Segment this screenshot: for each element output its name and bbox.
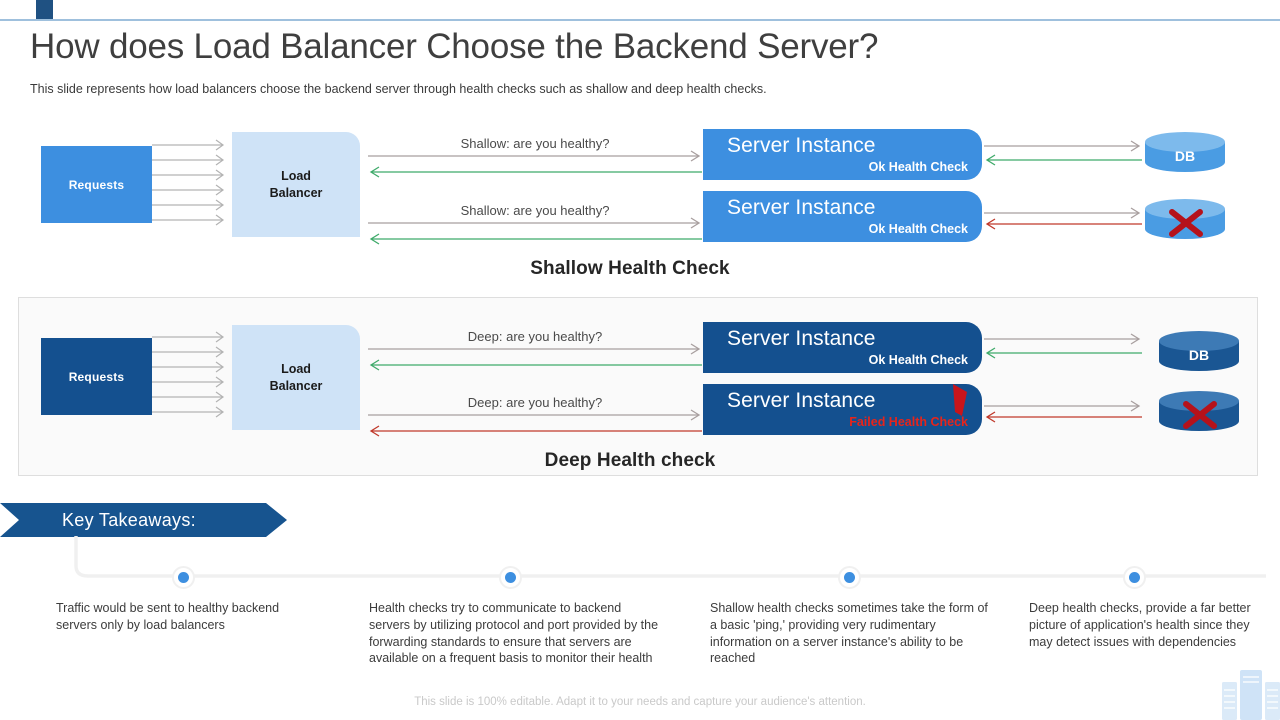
deep-request-fan-arrows xyxy=(152,331,225,418)
shallow-requests-box: Requests xyxy=(41,146,152,223)
deep-db-2-cross-icon xyxy=(1183,401,1217,429)
shallow-server-1-title: Server Instance xyxy=(727,134,876,157)
deep-row-1-message: Deep: are you healthy? xyxy=(467,329,603,344)
top-divider-rule xyxy=(0,19,1280,21)
key-takeaway-text-2: Health checks try to communicate to back… xyxy=(369,601,659,666)
deep-row-1-db-arrows xyxy=(984,333,1142,359)
deep-load-balancer-box: Load Balancer xyxy=(232,325,360,430)
server-rack-decoration xyxy=(1222,670,1280,720)
shallow-row-1-message: Shallow: are you healthy? xyxy=(460,136,610,151)
deep-server-1-status: Ok Health Check xyxy=(868,353,968,367)
shallow-request-fan-arrows xyxy=(152,139,225,226)
deep-row-2-message: Deep: are you healthy? xyxy=(467,395,603,410)
shallow-db-2 xyxy=(1145,199,1225,239)
deep-server-1-title: Server Instance xyxy=(727,327,876,350)
page-title: How does Load Balancer Choose the Backen… xyxy=(30,27,879,66)
key-takeaway-dot-2 xyxy=(499,566,522,589)
shallow-row-1-db-arrows xyxy=(984,140,1142,166)
page-subtitle: This slide represents how load balancers… xyxy=(30,82,767,96)
deep-row-1-arrows xyxy=(368,343,702,371)
deep-row-2-arrows xyxy=(368,409,702,437)
shallow-row-2-message: Shallow: are you healthy? xyxy=(460,203,610,218)
deep-requests-box: Requests xyxy=(41,338,152,415)
deep-db-2 xyxy=(1159,391,1239,431)
shallow-lb-label-line1: Load xyxy=(281,168,311,183)
shallow-lb-label-line2: Balancer xyxy=(269,185,323,200)
shallow-db-1-label: DB xyxy=(1175,148,1195,164)
shallow-db-2-cross-icon xyxy=(1169,209,1203,237)
deep-lb-label-line1: Load xyxy=(281,361,311,376)
key-takeaway-dot-1 xyxy=(172,566,195,589)
deep-section-label: Deep Health check xyxy=(544,450,716,471)
key-takeaways-banner-label: Key Takeaways: xyxy=(62,509,196,530)
shallow-server-instance-1: Server Instance Ok Health Check xyxy=(703,129,982,180)
deep-row-2-db-arrows xyxy=(984,400,1142,423)
footer-note: This slide is 100% editable. Adapt it to… xyxy=(414,696,866,708)
deep-db-1: DB xyxy=(1159,331,1239,371)
deep-server-2-status: Failed Health Check xyxy=(849,415,968,429)
key-takeaway-text-4: Deep health checks, provide a far better… xyxy=(1029,601,1251,649)
shallow-row-2-db-arrows xyxy=(984,207,1142,230)
shallow-server-2-status: Ok Health Check xyxy=(868,222,968,236)
shallow-server-instance-2: Server Instance Ok Health Check xyxy=(703,191,982,242)
key-takeaway-text-1: Traffic would be sent to healthy backend… xyxy=(56,601,280,632)
deep-server-instance-1: Server Instance Ok Health Check xyxy=(703,322,982,373)
deep-requests-label: Requests xyxy=(68,369,125,384)
key-takeaway-dot-3 xyxy=(838,566,861,589)
shallow-row-2-arrows xyxy=(368,217,702,245)
key-takeaway-text-3: Shallow health checks sometimes take the… xyxy=(710,601,988,666)
shallow-db-1: DB xyxy=(1145,132,1225,172)
shallow-requests-label: Requests xyxy=(68,177,125,192)
key-takeaways-connector-line xyxy=(74,536,1266,578)
top-left-accent-square xyxy=(36,0,53,19)
shallow-load-balancer-box: Load Balancer xyxy=(232,132,360,237)
key-takeaways-banner: Key Takeaways: xyxy=(0,503,287,537)
shallow-section-label: Shallow Health Check xyxy=(530,258,730,279)
shallow-server-1-status: Ok Health Check xyxy=(868,160,968,174)
deep-db-1-label: DB xyxy=(1189,347,1209,363)
deep-health-check-panel xyxy=(18,297,1258,476)
key-takeaway-dot-4 xyxy=(1123,566,1146,589)
deep-server-2-alert-slash-icon xyxy=(953,384,967,416)
shallow-row-1-arrows xyxy=(368,150,702,178)
deep-server-instance-2: Server Instance Failed Health Check xyxy=(703,384,982,435)
deep-server-2-title: Server Instance xyxy=(727,389,876,412)
shallow-server-2-title: Server Instance xyxy=(727,196,876,219)
deep-lb-label-line2: Balancer xyxy=(269,378,323,393)
